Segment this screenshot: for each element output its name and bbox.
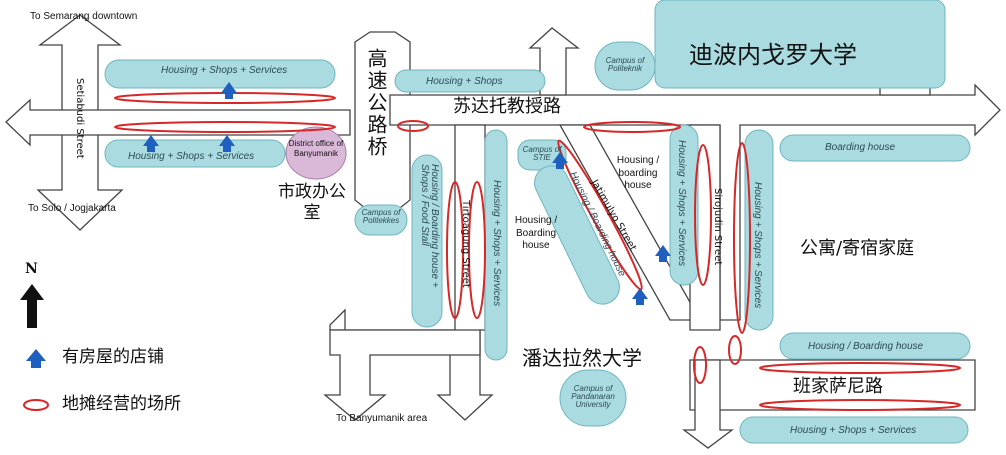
shop-arrow-icon	[219, 135, 235, 152]
label-apartments: 公寓/寄宿家庭	[800, 238, 915, 259]
zone-boarding-mid	[779, 332, 971, 360]
zone-jat-right	[669, 124, 699, 286]
campus-label-politekkes: Campus of Politekkes	[361, 208, 401, 225]
zone-boarding-top	[779, 134, 971, 162]
vendor-ellipse	[114, 121, 336, 133]
legend-street-vendor: 地摊经营的场所	[62, 394, 181, 414]
street-label-setiabudi: Setiabudi Street	[74, 78, 85, 159]
label-pandanaran: 潘达拉然大学	[522, 346, 642, 370]
south-road	[682, 359, 734, 449]
vendor-ellipse	[759, 399, 961, 411]
shop-arrow-icon	[655, 245, 671, 262]
housing-label: Housing / boarding house	[616, 155, 660, 191]
vendor-ellipse	[693, 346, 707, 384]
vendor-ellipse	[733, 142, 751, 334]
shop-arrow-icon	[632, 288, 648, 305]
zone-diponegoro	[654, 0, 946, 89]
vendor-ellipse	[694, 144, 712, 286]
vendor-ellipse	[397, 120, 429, 132]
vendor-ellipse	[759, 362, 961, 374]
legend-north-label: N	[25, 261, 38, 277]
sudarto-road	[389, 83, 1001, 321]
zone-polit-vert	[411, 154, 443, 328]
campus-label-pandanaran: Campus of Pandanaran University	[571, 384, 615, 409]
zone-top-left	[104, 59, 336, 89]
vendor-ellipse	[557, 139, 643, 291]
zone-label: Boarding house	[825, 142, 896, 153]
label-banjarsari: 班家萨尼路	[793, 376, 883, 397]
zone-label: Housing / Boarding house	[808, 341, 924, 352]
zone-bottom-right	[739, 416, 969, 444]
destination-west: To Solo / Jogjakarta	[28, 203, 116, 214]
zone-top-mid	[394, 69, 546, 93]
housing-label: Housing / Boarding house	[514, 215, 558, 251]
zone-label: Housing + Shops + Services	[790, 425, 917, 436]
zone-label: Housing + Shops + Services	[491, 180, 502, 307]
campus-label-politeknik: Campus of Politeknik	[605, 56, 645, 73]
shop-arrow-icon	[143, 135, 159, 152]
campus-label-stie: Campus of STIE	[522, 145, 562, 162]
zone-sirojudin-vert	[744, 129, 774, 331]
zone-pandanaran-campus	[559, 369, 627, 427]
label-diponegoro: 迪波内戈罗大学	[689, 41, 857, 69]
zone-label: Housing + Shops + Services	[752, 182, 763, 309]
zone-politekkes-campus	[354, 204, 408, 236]
vendor-ellipse	[728, 335, 742, 365]
zone-label: Housing / Boarding house + Shops / Food …	[419, 164, 440, 288]
zone-label: Housing + Shops + Services	[676, 140, 687, 267]
label-flyover: 高速公路桥	[364, 48, 388, 158]
district-office-label: District office of Banyumanik	[288, 139, 344, 158]
zone-label: Housing + Shops + Services	[128, 151, 255, 162]
label-sudarto: 苏达托教授路	[453, 96, 561, 117]
banyumanik-road	[323, 329, 481, 421]
district-office-ellipse	[285, 126, 347, 180]
vendor-ellipse	[468, 181, 486, 319]
zone-label: Housing + Shops + Services	[161, 65, 288, 76]
label-city-office: 市政办公室	[278, 182, 346, 224]
street-label-tirtoagung: Tirtoagung Street	[460, 200, 471, 288]
legend-vendor-ellipse	[23, 399, 49, 411]
vendor-ellipse	[446, 181, 464, 319]
street-label-sirojudin: Sirojudin Street	[712, 188, 723, 266]
shop-arrow-icon	[221, 82, 237, 99]
north-arrow-icon	[20, 284, 44, 328]
vendor-ellipse	[583, 121, 681, 133]
zone-politeknik-campus	[594, 41, 656, 91]
legend-shop-arrow-icon	[26, 349, 46, 368]
zone-label: Housing + Shops	[426, 76, 503, 87]
destination-north: To Semarang downtown	[30, 11, 138, 22]
shop-arrow-icon	[552, 152, 568, 169]
zone-stie-diag	[534, 165, 620, 305]
legend-shop-house: 有房屋的店铺	[62, 347, 164, 367]
destination-south: To Banyumanik area	[336, 413, 428, 424]
